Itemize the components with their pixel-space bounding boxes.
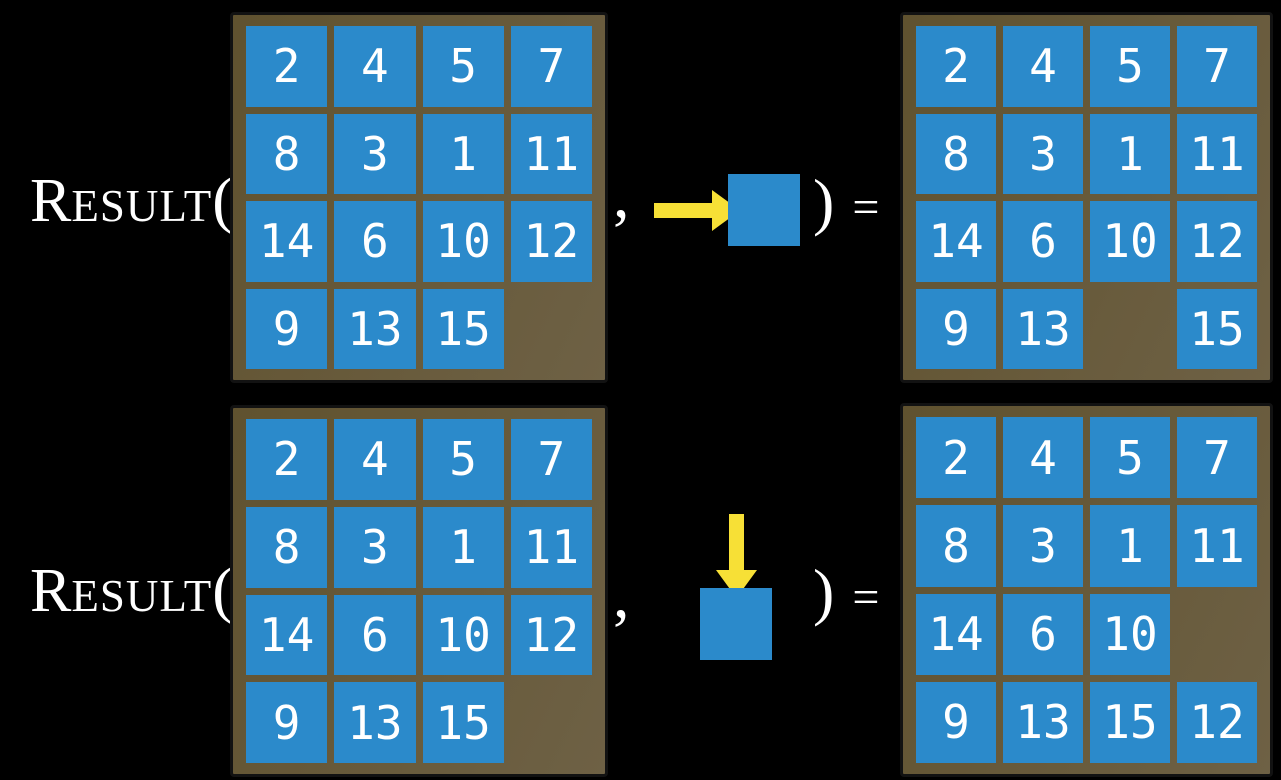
equals-sign: =	[852, 571, 880, 624]
puzzle-tile: 9	[246, 682, 328, 763]
function-name-initial: R	[30, 557, 72, 625]
empty-cell	[511, 682, 592, 763]
result-board-1: 2 4 5 7 8 3 1 11 14 6 10 12 9 13 15	[900, 12, 1273, 383]
puzzle-tile: 12	[1177, 201, 1257, 282]
puzzle-tile: 9	[246, 288, 328, 369]
puzzle-tile: 3	[334, 506, 416, 588]
puzzle-tile: 7	[510, 26, 592, 107]
puzzle-tile: 13	[1003, 681, 1083, 763]
puzzle-tile: 2	[916, 26, 996, 107]
puzzle-tile: 6	[334, 594, 416, 676]
close-paren-equals-2: ) =	[813, 555, 879, 629]
function-name-rest: ESULT	[71, 571, 213, 621]
puzzle-tile: 14	[246, 201, 328, 282]
puzzle-tile: 13	[334, 288, 416, 369]
comma-1: ,	[613, 159, 630, 232]
puzzle-tile: 12	[1177, 681, 1257, 763]
puzzle-tile: 8	[916, 113, 996, 194]
puzzle-tile: 11	[1177, 113, 1257, 194]
puzzle-tile: 3	[334, 113, 416, 194]
puzzle-tile: 9	[916, 681, 996, 763]
close-paren-equals-1: ) =	[813, 165, 879, 239]
puzzle-tile: 10	[1090, 201, 1170, 282]
result-function-label-1: R ESULT (	[30, 163, 234, 237]
puzzle-tile: 14	[916, 201, 996, 282]
blank-tile-square-down-action	[700, 588, 772, 660]
puzzle-tile: 5	[1090, 26, 1170, 107]
result-board-2: 2 4 5 7 8 3 1 11 14 6 10 9 13 15 12	[900, 403, 1273, 777]
puzzle-tile: 9	[916, 288, 996, 369]
puzzle-tile: 12	[510, 594, 592, 676]
puzzle-tile: 6	[1003, 593, 1083, 675]
equals-sign: =	[852, 181, 880, 234]
puzzle-tile: 14	[916, 593, 996, 675]
initial-board-2: 2 4 5 7 8 3 1 11 14 6 10 12 9 13 15	[230, 405, 608, 777]
puzzle-tile: 14	[246, 594, 328, 676]
puzzle-tile: 15	[422, 288, 504, 369]
puzzle-tile: 15	[1090, 681, 1170, 763]
puzzle-tile: 1	[1090, 505, 1170, 587]
puzzle-tile: 8	[246, 506, 328, 588]
function-name-rest: ESULT	[71, 181, 213, 231]
puzzle-tile: 3	[1003, 113, 1083, 194]
puzzle-tile: 15	[422, 682, 504, 763]
puzzle-tile: 1	[422, 113, 504, 194]
close-paren: )	[813, 166, 835, 237]
puzzle-tile: 5	[1090, 417, 1170, 499]
empty-cell	[1177, 594, 1257, 675]
puzzle-tile: 8	[916, 505, 996, 587]
puzzle-tile: 2	[246, 26, 328, 107]
open-paren: (	[212, 164, 234, 235]
empty-cell	[511, 289, 592, 370]
puzzle-tile: 6	[334, 201, 416, 282]
puzzle-tile: 11	[510, 113, 592, 194]
comma-2: ,	[613, 559, 630, 632]
puzzle-tile: 7	[1177, 417, 1257, 499]
puzzle-tile: 10	[422, 201, 504, 282]
puzzle-tile: 4	[1003, 26, 1083, 107]
puzzle-tile: 4	[1003, 417, 1083, 499]
down-arrow-icon	[716, 514, 757, 598]
puzzle-tile: 5	[422, 26, 504, 107]
puzzle-tile: 10	[422, 594, 504, 676]
puzzle-tile: 7	[510, 419, 592, 500]
puzzle-tile: 15	[1177, 288, 1257, 369]
puzzle-tile: 4	[334, 26, 416, 107]
blank-tile-square-right-action	[728, 174, 800, 246]
puzzle-tile: 1	[1090, 113, 1170, 194]
puzzle-tile: 3	[1003, 505, 1083, 587]
puzzle-tile: 11	[510, 506, 592, 588]
puzzle-tile: 4	[334, 419, 416, 500]
puzzle-tile: 11	[1177, 505, 1257, 587]
puzzle-tile: 13	[334, 682, 416, 763]
close-paren: )	[813, 556, 835, 627]
puzzle-tile: 10	[1090, 593, 1170, 675]
empty-cell	[1090, 289, 1170, 370]
puzzle-tile: 13	[1003, 288, 1083, 369]
open-paren: (	[212, 554, 234, 625]
puzzle-tile: 7	[1177, 26, 1257, 107]
right-arrow-icon	[654, 190, 740, 231]
puzzle-tile: 12	[510, 201, 592, 282]
initial-board-1: 2 4 5 7 8 3 1 11 14 6 10 12 9 13 15	[230, 12, 608, 383]
puzzle-tile: 2	[246, 419, 328, 500]
puzzle-tile: 1	[422, 506, 504, 588]
puzzle-tile: 2	[916, 417, 996, 499]
puzzle-tile: 5	[422, 419, 504, 500]
puzzle-tile: 6	[1003, 201, 1083, 282]
function-name-initial: R	[30, 167, 72, 235]
result-function-label-2: R ESULT (	[30, 553, 234, 627]
puzzle-tile: 8	[246, 113, 328, 194]
